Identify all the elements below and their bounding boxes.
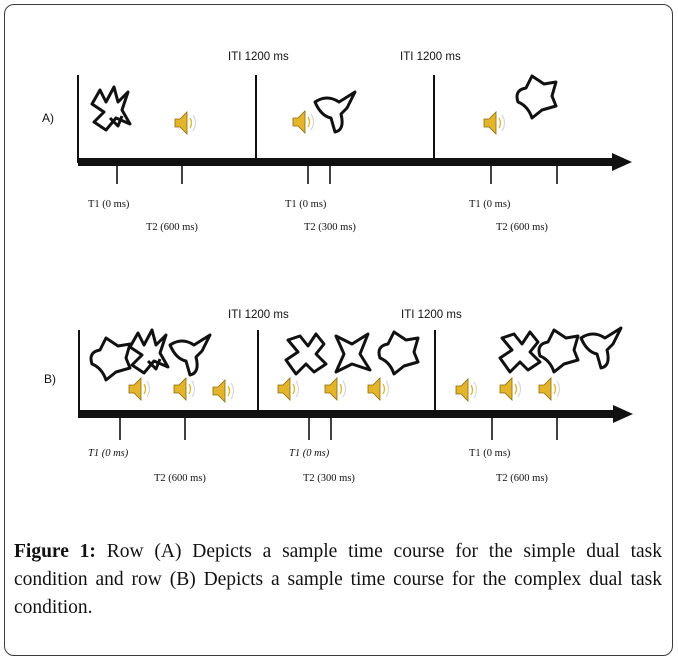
iti-label: ITI 1200 ms	[400, 51, 461, 63]
iti-label: ITI 1200 ms	[401, 309, 462, 321]
shape-stimulus	[90, 85, 132, 132]
timeline-arrow	[78, 158, 614, 166]
speaker-icon	[538, 377, 561, 401]
t2-label: T2 (600 ms)	[496, 222, 548, 233]
timeline-arrow	[79, 410, 615, 418]
row-b: B) ITI 1200 ms ITI 1200 ms T1 (0 ms) T2 …	[44, 309, 633, 484]
iti-label: ITI 1200 ms	[228, 309, 289, 321]
speaker-icon	[128, 377, 151, 401]
shape-stimulus	[168, 333, 212, 377]
shape-stimulus	[89, 336, 132, 382]
iti-label: ITI 1200 ms	[228, 51, 289, 63]
shape-stimulus	[128, 328, 170, 375]
shape-stimulus	[498, 330, 542, 374]
t2-label: T2 (300 ms)	[304, 222, 356, 233]
t2-label: T2 (600 ms)	[496, 473, 548, 484]
shape-stimulus	[515, 74, 558, 120]
t1-label: T1 (0 ms)	[469, 448, 511, 459]
t1-label: T1 (0 ms)	[285, 199, 327, 210]
speaker-icon	[455, 378, 478, 402]
figure-caption: Figure 1: Row (A) Depicts a sample time …	[14, 538, 662, 622]
t1-label: T1 (0 ms)	[88, 199, 130, 210]
shape-stimulus	[313, 90, 357, 134]
shape-stimulus	[377, 330, 420, 376]
row-label-a: A)	[42, 111, 54, 125]
speaker-icon	[277, 377, 300, 401]
t1-label: T1 (0 ms)	[469, 199, 511, 210]
speaker-icon	[324, 377, 347, 401]
arrow-head	[612, 153, 632, 171]
timeline-figure: A) ITI 1200 ms ITI 1200 ms T1 (0 ms) T2 …	[42, 51, 633, 484]
caption-text: Row (A) Depicts a sample time course for…	[14, 541, 662, 618]
shape-stimulus	[284, 332, 328, 376]
speaker-icon	[212, 379, 235, 403]
figure-frame	[4, 4, 673, 656]
shape-stimulus	[537, 328, 580, 374]
row-a: A) ITI 1200 ms ITI 1200 ms T1 (0 ms) T2 …	[42, 51, 632, 233]
row-label-b: B)	[44, 372, 56, 386]
t2-label: T2 (300 ms)	[303, 473, 355, 484]
shape-stimulus	[334, 332, 372, 374]
speaker-icon	[483, 111, 506, 135]
speaker-icon	[174, 111, 197, 135]
t2-label: T2 (600 ms)	[146, 222, 198, 233]
arrow-head	[613, 405, 633, 423]
t2-label: T2 (600 ms)	[154, 473, 206, 484]
shape-stimulus	[579, 326, 623, 370]
t1-label: T1 (0 ms)	[88, 448, 129, 459]
t1-label: T1 (0 ms)	[289, 448, 330, 459]
speaker-icon	[173, 377, 196, 401]
speaker-icon	[499, 377, 522, 401]
speaker-icon	[367, 377, 390, 401]
caption-label: Figure 1:	[14, 541, 96, 562]
speaker-icon	[292, 110, 315, 134]
